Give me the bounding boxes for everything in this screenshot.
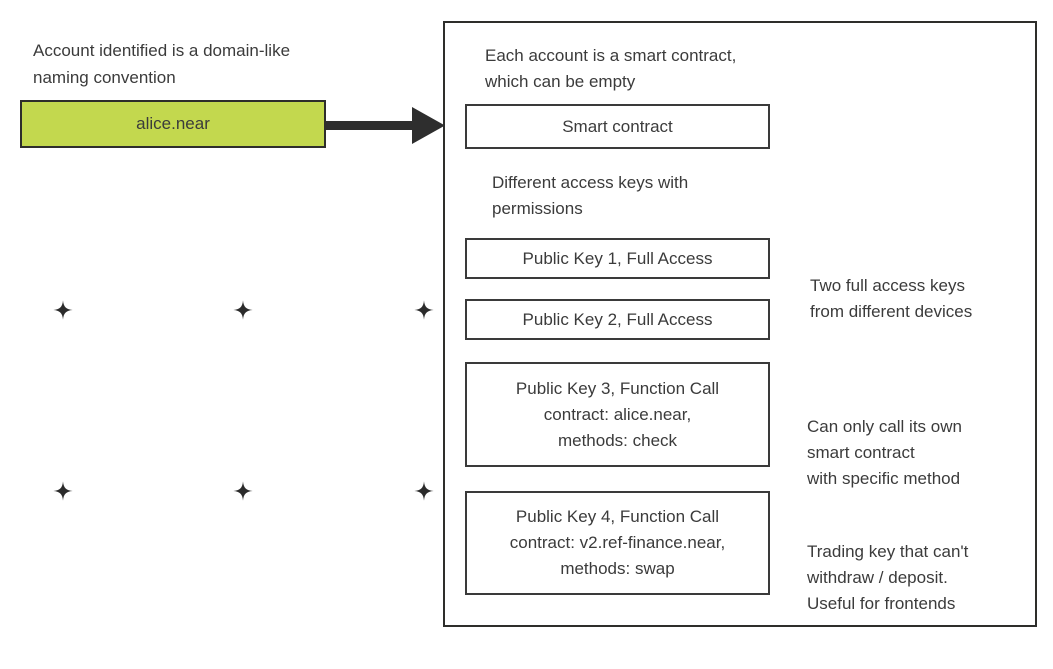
access-keys-note: Different access keys with permissions (492, 173, 689, 218)
plus-sparkle-icon (53, 481, 73, 501)
public-key-4-label: Public Key 4, Function Call contract: v2… (509, 507, 726, 578)
annotation-full-access-keys: Two full access keys from different devi… (810, 276, 973, 321)
smart-contract-box-label: Smart contract (562, 116, 673, 136)
account-label: alice.near (136, 114, 210, 133)
smart-contract-box: Smart contract (465, 104, 770, 149)
account-box: alice.near (20, 100, 326, 148)
public-key-2-box: Public Key 2, Full Access (465, 299, 770, 340)
public-key-3-box: Public Key 3, Function Call contract: al… (465, 362, 770, 467)
public-key-1-box: Public Key 1, Full Access (465, 238, 770, 279)
smart-contract-note: Each account is a smart contract, which … (485, 46, 737, 91)
public-key-2-label: Public Key 2, Full Access (522, 309, 713, 329)
plus-sparkle-icon (414, 481, 434, 501)
plus-sparkle-icon (53, 300, 73, 320)
plus-sparkle-icon (414, 300, 434, 320)
public-key-1-label: Public Key 1, Full Access (522, 248, 713, 268)
annotation-own-contract: Can only call its own smart contract wit… (807, 417, 962, 488)
public-key-3-label: Public Key 3, Function Call contract: al… (515, 378, 720, 450)
annotation-trading-key: Trading key that can't withdraw / deposi… (807, 542, 969, 613)
arrow-right-icon (326, 107, 445, 144)
plus-sparkle-icon (233, 481, 253, 501)
public-key-4-box: Public Key 4, Function Call contract: v2… (465, 491, 770, 595)
account-naming-note: Account identified is a domain-like nami… (33, 41, 291, 87)
plus-sparkle-icon (233, 300, 253, 320)
account-contract-panel: Each account is a smart contract, which … (443, 21, 1037, 627)
